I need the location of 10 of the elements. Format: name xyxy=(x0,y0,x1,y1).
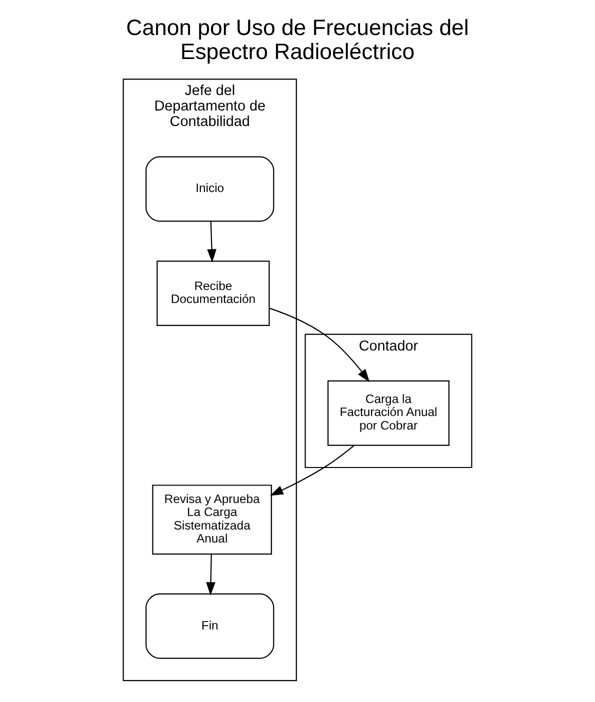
arrow xyxy=(207,221,216,263)
node-box: Recibe Documentación xyxy=(156,260,270,326)
node-box: Revisa y Aprueba La Carga Sistematizada Anual xyxy=(152,484,272,555)
arrow xyxy=(206,554,216,596)
node-box: Fin xyxy=(146,593,274,659)
node-box: Carga la Facturación Anual por Cobrar xyxy=(327,380,450,446)
node-box: Inicio xyxy=(146,156,274,222)
arrow xyxy=(270,445,354,496)
diagram-title: Canon por Uso de Frecuencias del Espectro Radioeléctrico xyxy=(126,14,469,64)
arrow xyxy=(269,308,370,382)
